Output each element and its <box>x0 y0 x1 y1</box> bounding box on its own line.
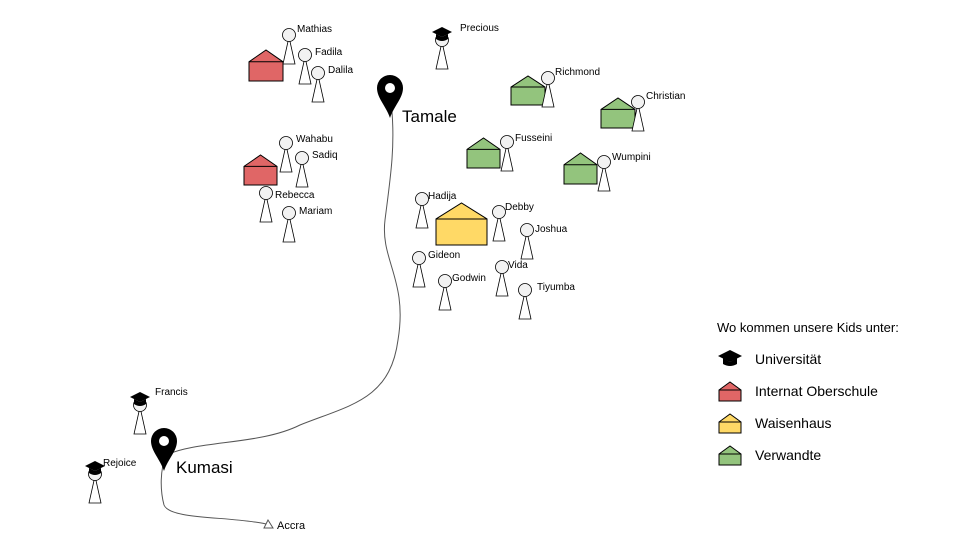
house-verwandte <box>466 137 501 169</box>
accra-marker <box>263 518 274 529</box>
person-figure: Richmond <box>541 67 600 108</box>
legend-label-verwandte: Verwandte <box>755 447 822 463</box>
person-figure: Vida <box>495 260 528 297</box>
person-label: Fadila <box>315 47 343 58</box>
person-label: Fusseini <box>515 133 552 144</box>
legend-item-waisenhaus: Waisenhaus <box>717 407 947 439</box>
person-figure: Dalila <box>311 65 353 103</box>
city-label-kumasi: Kumasi <box>176 458 233 477</box>
person-label: Godwin <box>452 273 486 284</box>
house-icon <box>718 413 742 434</box>
legend-label-internat: Internat Oberschule <box>755 383 878 399</box>
person-label: Gideon <box>428 250 460 261</box>
city-label-tamale: Tamale <box>402 107 457 126</box>
person-label: Rebecca <box>275 190 315 201</box>
house-icon <box>718 381 742 402</box>
person-label: Hadija <box>428 191 457 202</box>
person-label: Mariam <box>299 206 332 217</box>
person-label: Joshua <box>535 224 568 235</box>
legend-label-universitaet: Universität <box>755 351 822 367</box>
person-figure: Hadija <box>415 191 457 229</box>
house-internat <box>243 154 278 186</box>
person-label: Sadiq <box>312 150 338 161</box>
person-label: Christian <box>646 91 685 102</box>
person-figure: Christian <box>631 91 685 132</box>
person-label: Vida <box>508 260 528 271</box>
graduation-cap-icon <box>432 27 452 41</box>
person-label: Dalila <box>328 65 353 76</box>
graduation-cap-icon <box>85 461 105 475</box>
graduation-cap-icon <box>718 350 742 366</box>
person-figure: Mathias <box>282 24 332 65</box>
person-figure: Debby <box>492 202 534 242</box>
house-icon <box>718 445 742 466</box>
house-verwandte <box>600 97 636 129</box>
person-figure: Fadila <box>298 47 343 85</box>
person-figure: Tiyumba <box>518 282 575 320</box>
person-figure: Joshua <box>520 223 568 260</box>
person-label: Mathias <box>297 24 332 35</box>
legend-title: Wo kommen unsere Kids unter: <box>717 320 899 335</box>
legend-label-waisenhaus: Waisenhaus <box>755 415 832 431</box>
location-pin-icon <box>151 428 177 471</box>
person-figure: Godwin <box>438 273 486 311</box>
house-internat <box>248 49 284 82</box>
person-label: Wahabu <box>296 134 333 145</box>
person-label: Rejoice <box>103 458 137 469</box>
person-figure: Mariam <box>282 206 332 243</box>
person-figure: Wahabu <box>279 134 333 173</box>
person-label: Wumpini <box>612 152 651 163</box>
location-pin-icon <box>377 75 403 118</box>
person-figure: Fusseini <box>500 133 552 172</box>
person-figure: Rebecca <box>259 186 315 223</box>
person-figure: Gideon <box>412 250 460 288</box>
route-line <box>160 111 401 525</box>
person-figure: Wumpini <box>597 152 651 192</box>
legend-item-internat: Internat Oberschule <box>717 375 947 407</box>
person-label: Francis <box>155 387 188 398</box>
legend: Wo kommen unsere Kids unter: Universität… <box>717 320 947 471</box>
house-verwandte <box>563 152 598 185</box>
place-label-accra: Accra <box>277 520 306 532</box>
person-label: Tiyumba <box>537 282 575 293</box>
legend-item-verwandte: Verwandte <box>717 439 947 471</box>
house-verwandte <box>510 75 546 106</box>
person-label: Precious <box>460 23 499 34</box>
house-waisenhaus <box>435 202 488 246</box>
person-figure: Sadiq <box>295 150 338 188</box>
person-label: Debby <box>505 202 534 213</box>
person-label: Richmond <box>555 67 600 78</box>
legend-item-universitaet: Universität <box>717 343 947 375</box>
graduation-cap-icon <box>130 392 150 406</box>
